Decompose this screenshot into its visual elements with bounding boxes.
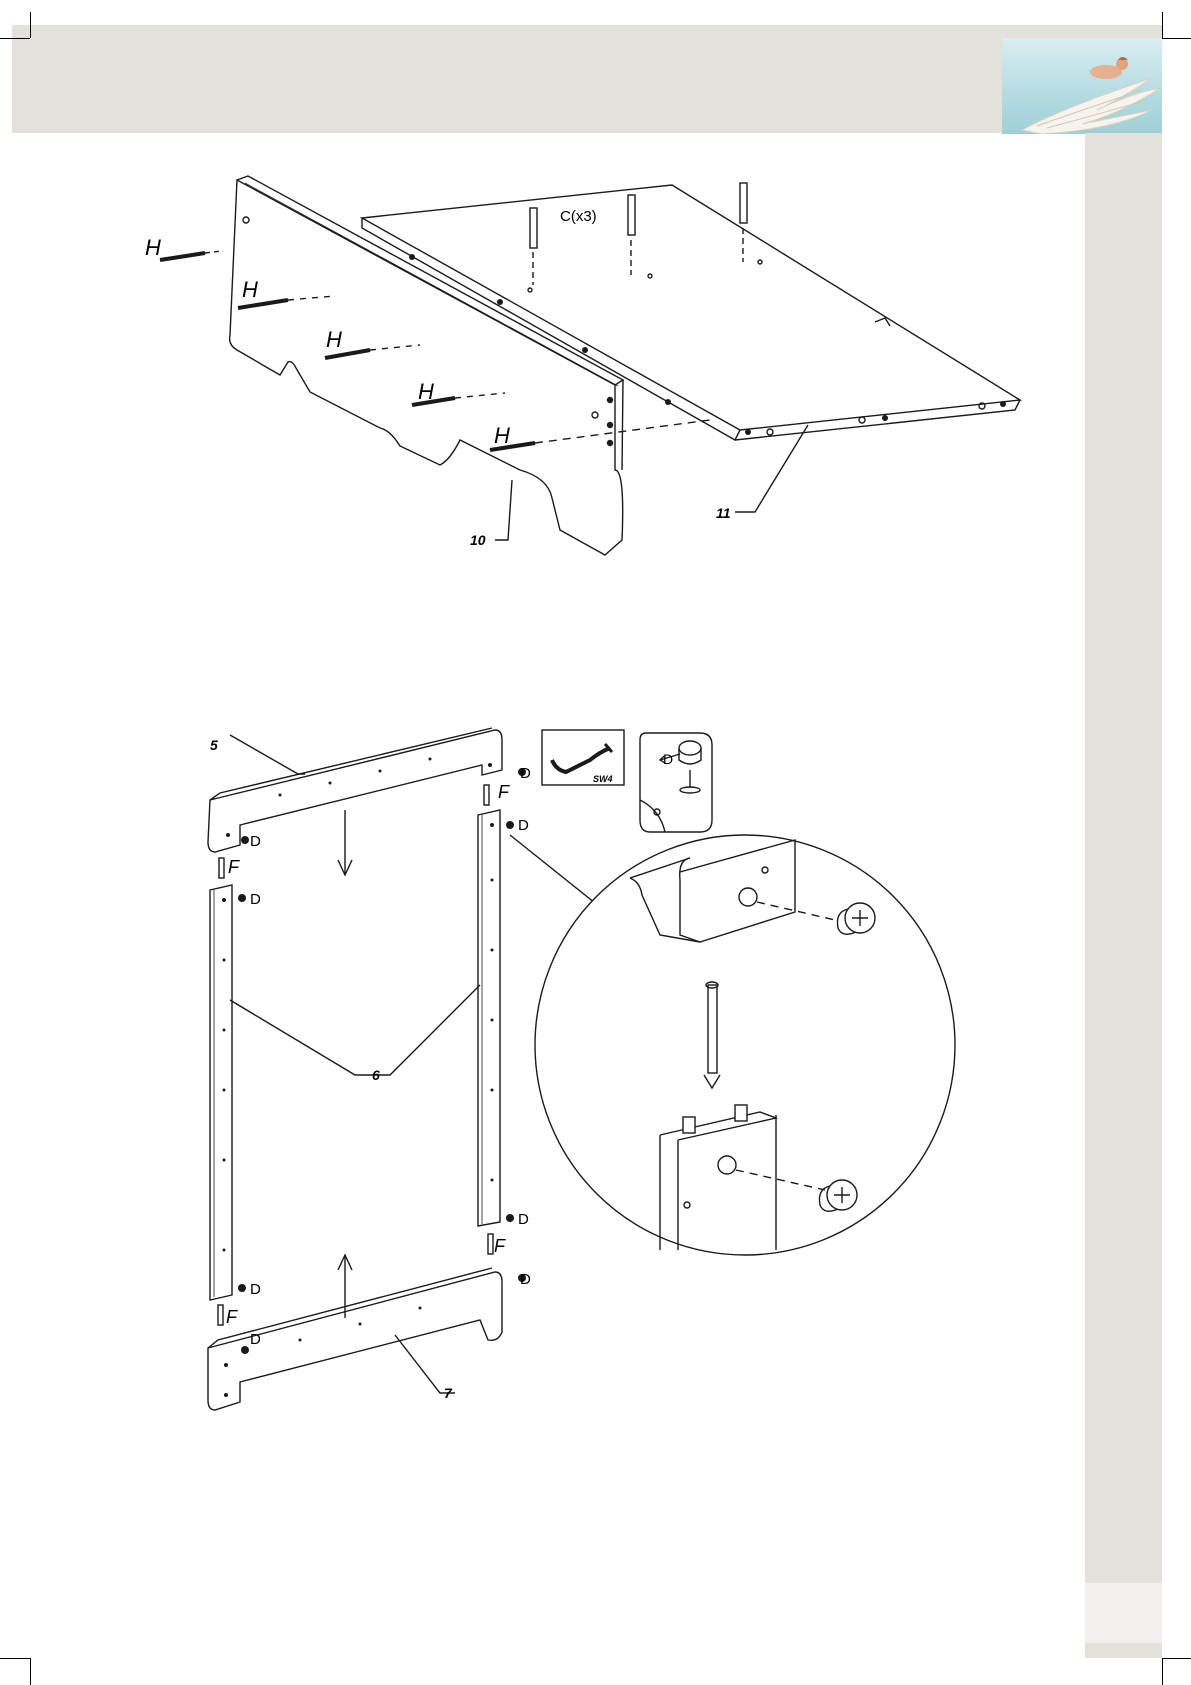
label-part-7: 7 bbox=[444, 1385, 453, 1401]
label-screw-h: H bbox=[494, 423, 510, 448]
label-part-5: 5 bbox=[210, 737, 218, 753]
bed-rail-6-left bbox=[210, 885, 232, 1300]
label-screw-h: H bbox=[418, 379, 434, 404]
label-screw-h: H bbox=[326, 327, 342, 352]
label-cam-d: D bbox=[518, 817, 529, 834]
label-cam-d: D bbox=[520, 1271, 531, 1288]
label-cam-d: D bbox=[250, 1281, 261, 1298]
label-dowel-f: F bbox=[226, 1307, 238, 1327]
label-screw-h: H bbox=[242, 277, 258, 302]
label-cam-d-insert: D bbox=[663, 751, 673, 767]
label-cam-d: D bbox=[250, 833, 261, 850]
label-screw-h: H bbox=[145, 235, 161, 260]
cam-insert-box bbox=[640, 733, 712, 832]
label-tool-sw4: SW4 bbox=[593, 774, 613, 784]
label-cam-d: D bbox=[520, 765, 531, 782]
leader-line-11 bbox=[735, 425, 808, 512]
label-part-11: 11 bbox=[716, 505, 731, 521]
leader-line-10 bbox=[495, 480, 512, 540]
detail-circle bbox=[535, 835, 955, 1255]
label-dowel-f: F bbox=[498, 782, 510, 802]
label-cam-d: D bbox=[250, 891, 261, 908]
leader-line-6 bbox=[230, 985, 480, 1075]
label-dowel-f: F bbox=[494, 1236, 506, 1256]
bed-rail-6-right bbox=[478, 810, 500, 1226]
label-part-10: 10 bbox=[470, 532, 486, 548]
label-cam-d: D bbox=[250, 1331, 261, 1348]
label-cam-d: D bbox=[518, 1211, 529, 1228]
dowel-f bbox=[218, 785, 493, 1325]
label-part-6: 6 bbox=[372, 1067, 380, 1083]
label-dowel-f: F bbox=[228, 857, 240, 877]
label-cam-bolt-c: C(x3) bbox=[560, 208, 597, 225]
